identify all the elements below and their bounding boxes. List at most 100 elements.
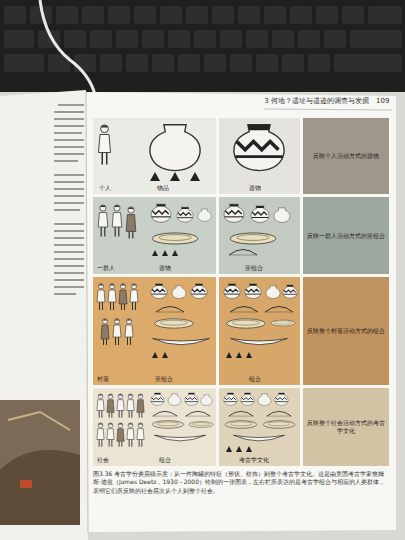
page-number: 109 [376, 97, 389, 105]
svg-part-part [54, 153, 84, 155]
svg-part-part [54, 146, 84, 148]
svg-part-part [246, 30, 268, 48]
grid-cell: 组合 [219, 277, 300, 385]
artifact-drawings-part [186, 411, 211, 416]
svg-part-part [264, 6, 286, 24]
photo-backdrop-part [86, 92, 88, 532]
artifact-drawings-part [170, 172, 180, 181]
grid-cell: 亚组合 [219, 197, 300, 274]
photo-backdrop-part [40, 0, 95, 95]
grid-cell: 村落亚组合 [93, 277, 216, 385]
svg-part-part [54, 265, 84, 267]
svg-part-part [54, 286, 84, 288]
svg-part-part [368, 6, 402, 24]
photo-backdrop-part [0, 90, 88, 540]
cell-fill [219, 277, 300, 385]
artifact-drawings-part [229, 411, 254, 416]
svg-part-part [54, 111, 84, 113]
svg-part-part [134, 6, 156, 24]
svg-part-part [54, 279, 84, 281]
svg-part-part [186, 6, 208, 24]
artifact-drawings-part [190, 172, 200, 181]
cell-fill [93, 197, 216, 274]
svg-part-part [54, 181, 84, 183]
artifact-drawings-part [168, 394, 181, 406]
artifact-drawings-part [226, 352, 232, 358]
svg-part-part [90, 30, 112, 48]
artifact-drawings-part [189, 422, 213, 428]
running-header: 3 何地？遗址与遗迹的调查与发掘 [264, 97, 369, 105]
cell-label: 器物 [249, 184, 261, 192]
photo-backdrop-part [264, 109, 392, 110]
svg-part-part [54, 139, 84, 141]
svg-part-part [54, 230, 84, 232]
artifact-drawings-part [151, 393, 165, 405]
svg-part-part [238, 6, 260, 24]
cell-label: 亚组合 [155, 375, 173, 383]
svg-part-part [54, 293, 76, 295]
artifact-drawings-part [227, 319, 266, 328]
svg-part-part [58, 104, 84, 106]
photo-backdrop-part [86, 92, 396, 532]
artifact-drawings-part [191, 284, 207, 299]
svg-part-part [54, 195, 84, 197]
artifact-drawings-part [234, 435, 285, 441]
cell-fill [219, 118, 300, 194]
artifact-drawings-part [155, 435, 206, 441]
svg-part-part [178, 54, 200, 72]
artifact-drawings-part [156, 307, 184, 313]
artifact-drawings-part [185, 393, 199, 405]
photo-backdrop-part [0, 450, 80, 525]
cell-fill [303, 197, 389, 274]
cell-label: 亚组合 [245, 264, 263, 272]
artifact-drawings-part [155, 319, 194, 328]
photo-backdrop-part [8, 412, 70, 430]
artifact-drawings-part [153, 411, 178, 416]
artifact-drawings-part [137, 394, 144, 418]
svg-part-part [54, 237, 84, 239]
svg-part-part [54, 272, 84, 274]
artifact-drawings-part [152, 352, 158, 358]
artifact-drawings-part [152, 250, 158, 256]
photo-backdrop-part [20, 480, 32, 488]
svg-part-part [230, 54, 252, 72]
artifact-drawings-part [119, 284, 127, 310]
artifact-drawings-part [274, 208, 290, 223]
artifact-drawings-part [275, 393, 289, 405]
artifact-drawings-part [241, 393, 255, 405]
cell-label: 一群人 [97, 264, 115, 272]
grid-cell: 器物 [219, 118, 300, 194]
svg-part-part [272, 30, 294, 48]
svg-part-part [282, 54, 304, 72]
artifact-drawings-part [150, 125, 200, 171]
svg-part-part [220, 30, 242, 48]
cell-fill [303, 388, 389, 466]
svg-part-part [142, 30, 164, 48]
level-description: 反映一群人活动方式的亚组合 [307, 232, 385, 240]
svg-part-part [4, 54, 44, 72]
svg-part-part [152, 54, 174, 72]
cell-label: 个人 [99, 184, 111, 192]
svg-part-part [334, 54, 402, 72]
cell-fill [93, 277, 216, 385]
artifact-drawings-part [152, 421, 184, 429]
level-description: 反映整个村落活动方式的组合 [307, 327, 385, 335]
artifact-drawings-part [177, 207, 193, 222]
artifact-drawings-part [153, 339, 210, 345]
svg-part-part [54, 251, 84, 253]
artifact-drawings-part [224, 204, 244, 222]
svg-part-part [4, 30, 34, 48]
level-description: 反映个人活动方式的器物 [307, 152, 385, 160]
svg-part-part [56, 6, 78, 24]
artifact-drawings-part [97, 394, 104, 418]
grid-cell: 一群人器物 [93, 197, 216, 274]
svg-part [54, 104, 84, 295]
artifact-drawings-part [113, 319, 121, 345]
artifact-drawings [97, 125, 297, 452]
svg-part-part [108, 6, 130, 24]
svg-part-part [256, 54, 278, 72]
svg-part-part [100, 54, 122, 72]
artifact-drawings-part [201, 395, 213, 406]
artifact-drawings-part [125, 319, 133, 345]
